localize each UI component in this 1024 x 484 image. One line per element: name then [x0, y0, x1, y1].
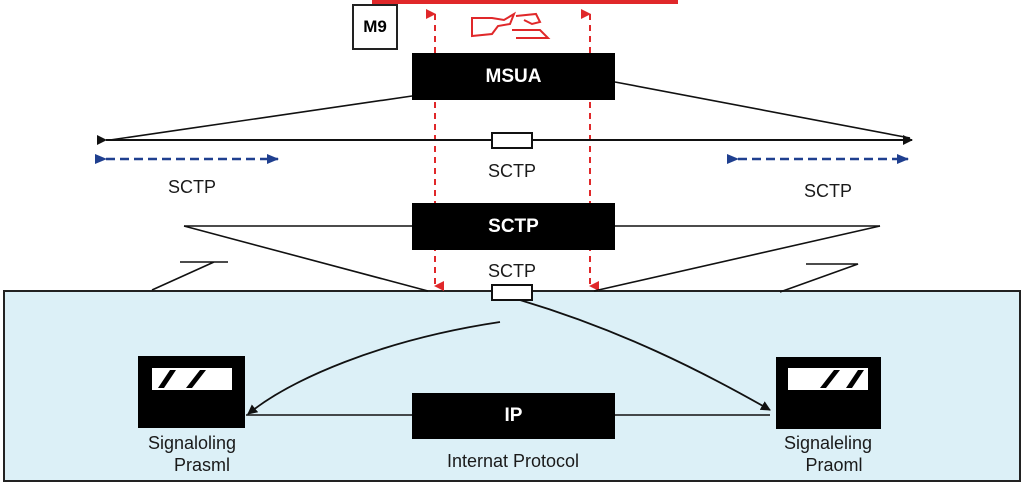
signaling-point-left-box: [138, 356, 245, 428]
sctp-label-left: SCTP: [167, 177, 216, 197]
sctp-label-right: SCTP: [803, 181, 852, 201]
sctp-connector-bottom: [491, 284, 533, 301]
signaling-point-left-line1: Signaloling: [147, 433, 237, 453]
msua-fan-right: [614, 81, 911, 139]
sctp-layer-box: SCTP: [412, 203, 615, 250]
signaling-point-left-line2: Prasml: [173, 455, 230, 475]
m9-tag-label: M9: [363, 17, 387, 36]
signaling-point-right-line1: Signaleling: [783, 433, 873, 453]
sctp-fan-left-bottom: [183, 225, 429, 292]
m9-tag: M9: [352, 4, 398, 50]
ip-layer-box: IP: [412, 393, 615, 439]
msua-layer-box: MSUA: [412, 53, 615, 100]
sctp-label-top-center: SCTP: [487, 161, 536, 181]
signal-curve-left: [247, 321, 501, 415]
sctp-layer-label: SCTP: [488, 215, 539, 237]
ip-caption: Internat Protocol: [446, 451, 580, 471]
ip-layer-label: IP: [504, 405, 523, 426]
red-scribble-mark: [471, 11, 551, 39]
signaling-point-right-box: [776, 357, 881, 429]
sctp-fan-right-bottom: [593, 225, 881, 292]
msua-layer-label: MSUA: [485, 65, 542, 87]
sctp-connector-top: [491, 132, 533, 149]
zigzag-mark-right: [779, 263, 859, 293]
signal-curve-right: [519, 299, 771, 411]
signaling-point-right-glyph: [820, 370, 864, 388]
sctp-label-lower-center: SCTP: [487, 261, 536, 281]
signaling-point-right-line2: Praoml: [805, 455, 863, 475]
zigzag-mark-left: [151, 261, 228, 291]
signaling-point-left-glyph: [158, 370, 206, 388]
msua-fan-left: [109, 95, 413, 141]
